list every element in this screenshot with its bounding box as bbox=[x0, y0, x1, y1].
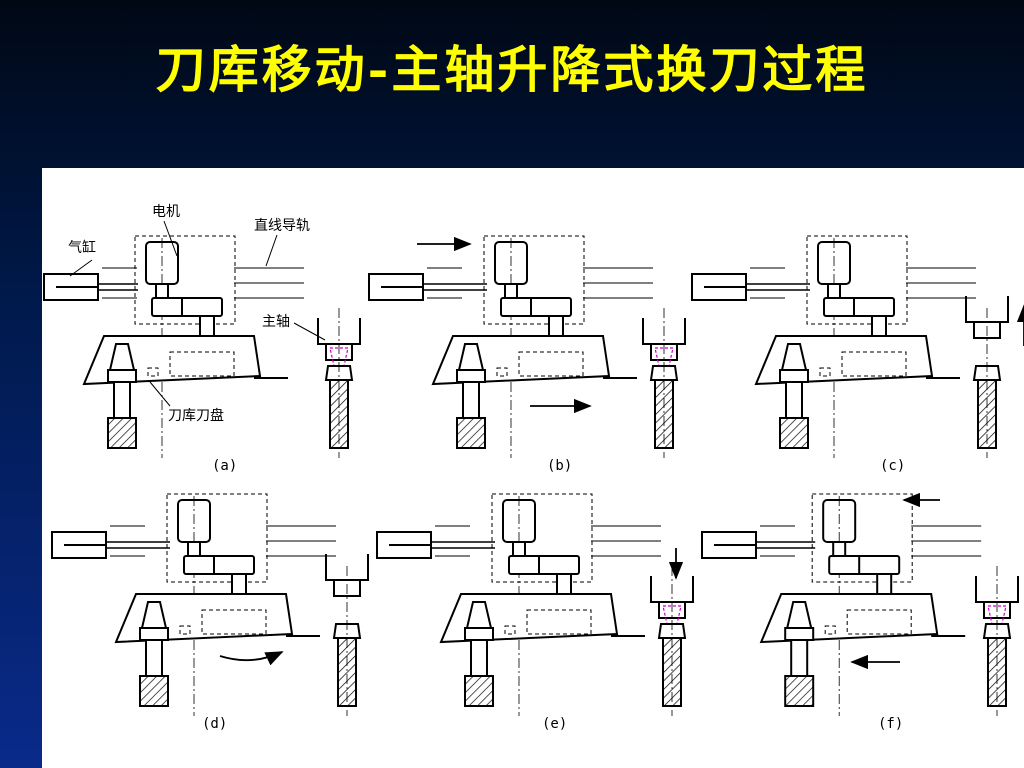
table-cavity bbox=[201, 609, 267, 635]
panel-caption: (b) bbox=[547, 458, 572, 474]
chuck-top bbox=[649, 365, 679, 381]
gear-pair bbox=[151, 297, 223, 317]
table-slot bbox=[179, 625, 191, 635]
motor-shaft bbox=[155, 283, 169, 299]
gear-pair bbox=[183, 555, 255, 575]
label-motor: 电机 bbox=[152, 204, 180, 220]
motor-frame bbox=[134, 235, 236, 325]
gear-pair bbox=[823, 297, 895, 317]
magazine-base bbox=[784, 675, 815, 707]
table-slot bbox=[824, 625, 836, 635]
magazine-base bbox=[464, 675, 494, 707]
table-cavity bbox=[841, 351, 907, 377]
motor-frame bbox=[483, 235, 585, 325]
magazine-post bbox=[470, 639, 488, 677]
table-cavity bbox=[169, 351, 235, 377]
magazine-tool-holder bbox=[139, 627, 169, 641]
magazine-post bbox=[145, 639, 163, 677]
leader-lines bbox=[69, 220, 326, 407]
panel-caption: (c) bbox=[880, 458, 905, 474]
label-cylinder: 气缸 bbox=[68, 239, 96, 256]
slide-title: 刀库移动-主轴升降式换刀过程 bbox=[155, 40, 869, 99]
chuck-top bbox=[657, 623, 687, 639]
gear-pair bbox=[508, 555, 580, 575]
motor-frame bbox=[491, 493, 593, 583]
chuck-top bbox=[324, 365, 354, 381]
gear-shaft bbox=[199, 315, 215, 337]
chuck-top bbox=[982, 623, 1012, 639]
figure-panel: (a) (b) (c) (d) (e) (f) 电机 气缸 直线导轨 主轴 刀库刀盘 bbox=[42, 168, 1024, 768]
magazine-post bbox=[785, 381, 803, 419]
gear-shaft bbox=[876, 573, 893, 595]
table-slot bbox=[819, 367, 831, 377]
panel-b bbox=[368, 235, 686, 458]
chuck-top bbox=[972, 365, 1002, 381]
gear-pair bbox=[500, 297, 572, 317]
gear-shaft bbox=[556, 573, 572, 595]
table-slot bbox=[504, 625, 516, 635]
gear-shaft bbox=[871, 315, 887, 337]
table-slot bbox=[147, 367, 159, 377]
panel-caption: (a) bbox=[212, 458, 237, 474]
table-cavity bbox=[526, 609, 592, 635]
magazine-base bbox=[779, 417, 809, 449]
panel-e bbox=[376, 493, 694, 716]
motor-shaft bbox=[827, 283, 841, 299]
panel-a bbox=[43, 235, 361, 458]
magazine-base bbox=[139, 675, 169, 707]
magazine-post bbox=[790, 639, 809, 677]
panel-c bbox=[691, 235, 1009, 458]
motor-frame bbox=[166, 493, 268, 583]
magazine-base bbox=[456, 417, 486, 449]
gear-shaft bbox=[231, 573, 247, 595]
magazine-post bbox=[113, 381, 131, 419]
motor-shaft bbox=[504, 283, 518, 299]
label-spindle: 主轴 bbox=[262, 314, 290, 330]
motor-shaft bbox=[187, 541, 201, 557]
label-linear-guide: 直线导轨 bbox=[254, 217, 310, 234]
table-cavity bbox=[518, 351, 584, 377]
motor-shaft bbox=[832, 541, 847, 557]
tool-change-diagram: (a) (b) (c) (d) (e) (f) 电机 气缸 直线导轨 主轴 刀库刀盘 bbox=[43, 204, 1024, 732]
magazine-base bbox=[107, 417, 137, 449]
rotation-arrow bbox=[219, 651, 284, 666]
panel-caption: (d) bbox=[202, 716, 227, 732]
magazine-tool-holder bbox=[784, 627, 815, 641]
panel-d bbox=[51, 493, 369, 716]
table-slot bbox=[496, 367, 508, 377]
panel-caption: (f) bbox=[878, 716, 903, 732]
gear-pair bbox=[828, 555, 901, 575]
magazine-tool-holder bbox=[464, 627, 494, 641]
magazine-post bbox=[462, 381, 480, 419]
chuck-top bbox=[332, 623, 362, 639]
motor-frame bbox=[806, 235, 908, 325]
panel-f bbox=[701, 493, 1019, 716]
magazine-tool-holder bbox=[779, 369, 809, 383]
motor-shaft bbox=[512, 541, 526, 557]
magazine-tool-holder bbox=[456, 369, 486, 383]
gear-shaft bbox=[548, 315, 564, 337]
panel-caption: (e) bbox=[542, 716, 567, 732]
label-tool-disc: 刀库刀盘 bbox=[168, 407, 224, 424]
magazine-tool-holder bbox=[107, 369, 137, 383]
